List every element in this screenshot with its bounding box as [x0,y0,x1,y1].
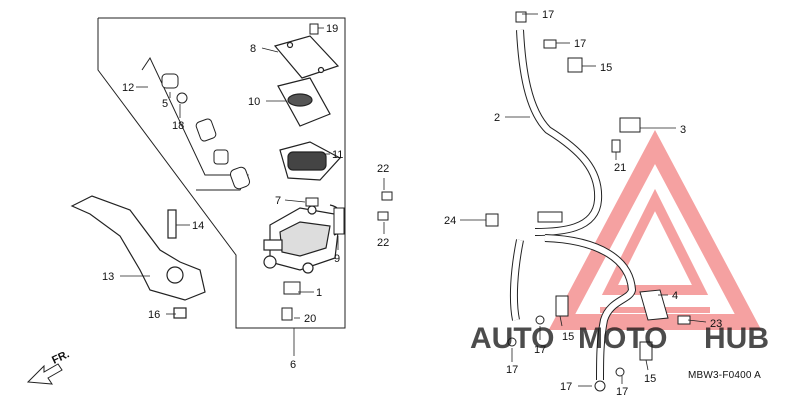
group-outline [97,17,346,329]
callout-15-bottom: 15 [644,373,656,385]
callout-10: 10 [248,96,260,108]
callout-22-lower: 22 [377,237,389,249]
callout-15-top: 15 [600,62,612,74]
callout-17-lower-left: 17 [506,364,518,376]
callout-17-bottom-left: 17 [560,381,572,393]
brake-lever [70,195,206,319]
callout-22-upper: 22 [377,163,389,175]
callout-13: 13 [102,271,114,283]
callout-12: 12 [122,82,134,94]
callout-21: 21 [614,162,626,174]
callout-15-middle: 15 [562,331,574,343]
piston-assembly [161,73,251,190]
callout-17-top: 17 [542,9,554,21]
watermark-moto: MOTO [578,322,667,355]
callout-1: 1 [316,287,322,299]
small-fasteners [281,23,393,321]
callout-18: 18 [172,120,184,132]
callout-24: 24 [444,215,456,227]
callout-17-middle: 17 [534,344,546,356]
watermark-auto: AUTO [470,322,554,355]
callout-19: 19 [326,23,338,35]
callout-20: 20 [304,313,316,325]
callout-2: 2 [494,112,500,124]
callout-6: 6 [290,359,296,371]
watermark-text: AUTO MOTO HUB [470,322,769,355]
reservoir-cap [273,35,341,181]
callout-11: 11 [332,149,343,161]
watermark-hub: HUB [704,322,769,355]
callout-23: 23 [710,318,722,330]
front-direction-label: FR. [50,348,71,366]
callout-17-second: 17 [574,38,586,50]
leader-lines [120,13,707,387]
master-cylinder-body [263,204,345,274]
callout-7: 7 [275,195,281,207]
callout-16: 16 [148,309,160,321]
callout-17-bottom-right: 17 [616,386,628,398]
brake-hoses [485,11,691,392]
callout-5: 5 [162,98,168,110]
front-direction-arrow: FR. [26,348,71,385]
drawing-code: MBW3-F0400 A [688,370,761,381]
callout-4: 4 [672,290,678,302]
callout-14: 14 [192,220,204,232]
callout-3: 3 [680,124,686,136]
callout-9: 9 [334,253,340,265]
callout-8: 8 [250,43,256,55]
callout-labels: 19 8 10 11 12 5 18 7 9 1 20 6 22 22 14 1… [102,9,761,398]
